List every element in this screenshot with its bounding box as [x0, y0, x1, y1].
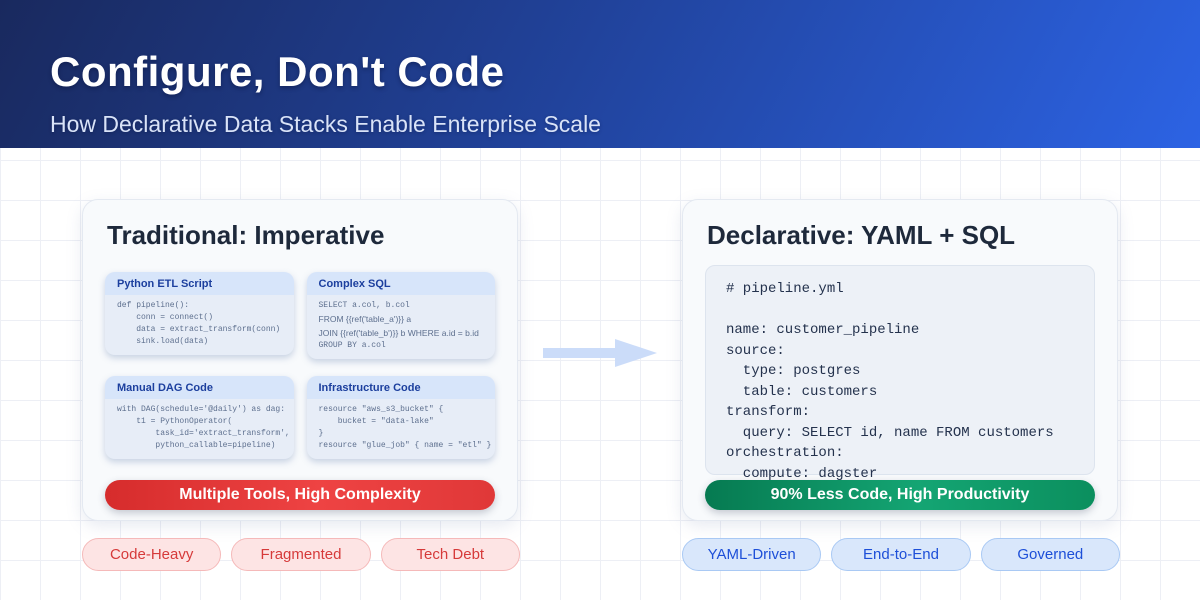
tag-pill-code-heavy: Code-Heavy: [82, 538, 222, 571]
code-line: type: postgres: [726, 363, 861, 379]
tag-pill-yaml-driven: YAML-Driven: [682, 538, 822, 571]
tool-title: Infrastructure Code: [306, 376, 495, 399]
tag-pill-fragmented: Fragmented: [231, 538, 371, 571]
code-line: python_callable=pipeline): [117, 441, 276, 450]
code-line: table: customers: [726, 383, 878, 400]
code-line: resource "glue_job" { name = "etl" }: [318, 441, 492, 450]
traditional-card: Traditional: Imperative Python ETL Scrip…: [82, 199, 518, 521]
traditional-tags: Code-Heavy Fragmented Tech Debt: [82, 538, 520, 571]
code-line: sink.load(data): [117, 337, 209, 346]
tag-pill-tech-debt: Tech Debt: [380, 538, 520, 571]
code-line: transform:: [726, 404, 811, 420]
code-line: def pipeline():: [117, 301, 190, 310]
header-banner: Configure, Don't Code How Declarative Da…: [0, 0, 1200, 148]
declarative-heading: Declarative: YAML + SQL: [707, 220, 1016, 250]
code-line: resource "aws_s3_bucket" {: [318, 405, 444, 414]
page-subtitle: How Declarative Data Stacks Enable Enter…: [50, 111, 601, 137]
code-line: compute: dagster: [726, 465, 878, 482]
code-line: orchestration:: [726, 445, 844, 461]
code-line: JOIN {{ref('table_b')}} b WHERE a.id = b…: [318, 328, 479, 338]
tool-code: with DAG(schedule='@daily') as dag: t1 =…: [105, 399, 294, 459]
code-line: [726, 300, 1074, 321]
code-line: with DAG(schedule='@daily') as dag:: [117, 405, 286, 414]
tool-title: Complex SQL: [306, 272, 495, 295]
page-title: Configure, Don't Code: [50, 48, 505, 95]
code-line: source:: [726, 342, 785, 359]
code-line: t1 = PythonOperator(: [117, 417, 233, 426]
transform-arrow-icon: [543, 339, 657, 367]
code-line: # pipeline.yml: [726, 281, 844, 297]
tool-code: def pipeline(): conn = connect() data = …: [105, 295, 294, 355]
code-line: bucket = "data-lake": [318, 417, 434, 426]
code-line: conn = connect(): [117, 313, 214, 322]
code-line: }: [318, 429, 324, 438]
declarative-card: Declarative: YAML + SQL # pipeline.yml n…: [682, 199, 1118, 521]
tool-code: resource "aws_s3_bucket" { bucket = "dat…: [307, 399, 496, 459]
productivity-banner: 90% Less Code, High Productivity: [705, 480, 1095, 510]
code-line: data = extract_transform(conn): [117, 325, 281, 334]
tool-title: Manual DAG Code: [105, 376, 294, 399]
code-line: GROUP BY a.col: [318, 341, 386, 350]
code-line: FROM {{ref('table_a')}} a: [318, 314, 412, 324]
traditional-heading: Traditional: Imperative: [107, 220, 385, 250]
tag-pill-governed: Governed: [980, 538, 1120, 571]
tool-title: Python ETL Script: [105, 272, 294, 295]
tag-pill-end-to-end: End-to-End: [831, 538, 971, 571]
traditional-column: Traditional: Imperative Python ETL Scrip…: [82, 199, 520, 571]
complexity-banner: Multiple Tools, High Complexity: [105, 480, 495, 510]
declarative-column: Declarative: YAML + SQL # pipeline.yml n…: [682, 199, 1120, 571]
code-line: SELECT a.col, b.col: [318, 301, 410, 310]
declarative-tags: YAML-Driven End-to-End Governed: [682, 538, 1120, 571]
code-line: name: customer_pipeline: [726, 322, 920, 338]
code-line: query: SELECT id, name FROM customers: [726, 424, 1054, 441]
code-line: task_id='extract_transform',: [117, 429, 290, 438]
